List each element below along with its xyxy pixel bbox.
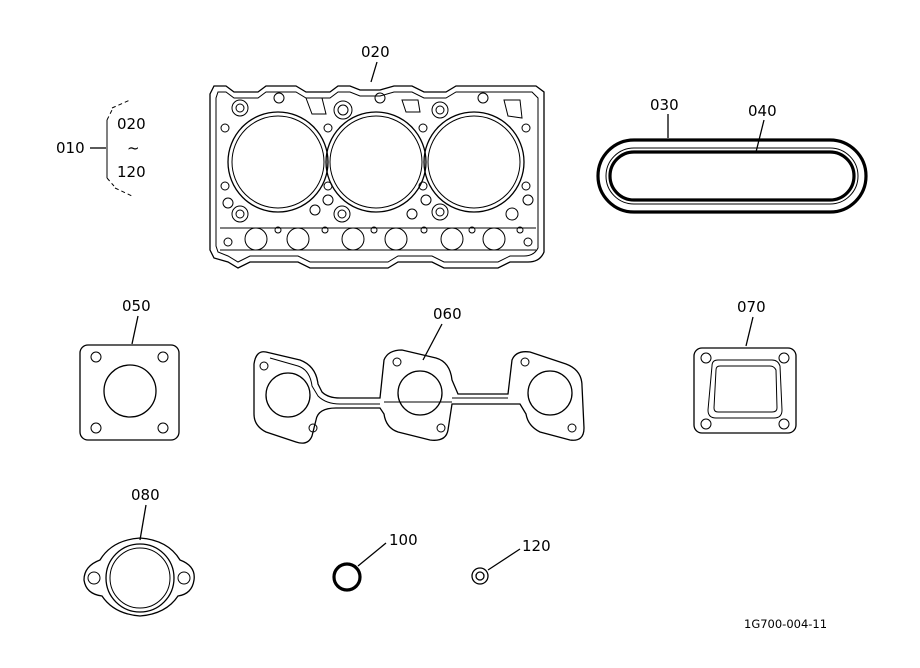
drawing-code: 1G700-004-11 xyxy=(744,617,827,631)
manifold-port-2 xyxy=(397,370,443,416)
leader-020 xyxy=(370,61,378,83)
manifold-port-3 xyxy=(527,370,573,416)
cover-070-outline xyxy=(693,347,797,434)
flange-gasket-080: 080 xyxy=(83,486,195,617)
ring-030 xyxy=(596,138,868,214)
label-range-sep: ~ xyxy=(127,139,140,157)
o-ring xyxy=(332,562,362,592)
washer-inner xyxy=(475,571,485,581)
flange-gasket-050: 050 xyxy=(79,297,180,441)
cylinder-head-gasket-020: 020 xyxy=(209,43,545,269)
label-010: 010 xyxy=(56,139,85,157)
leader-060 xyxy=(422,323,443,361)
flange-080-bore xyxy=(109,547,171,609)
head-gasket-ports xyxy=(223,226,533,251)
label-range-start: 020 xyxy=(117,115,146,133)
flange-050-bore xyxy=(103,364,157,418)
label-020: 020 xyxy=(361,43,390,61)
head-gasket-port-band xyxy=(220,227,536,251)
label-030: 030 xyxy=(650,96,679,114)
washer-120: 120 xyxy=(471,537,551,585)
manifold-outline xyxy=(253,349,585,444)
manifold-port-1 xyxy=(265,372,311,418)
bore-1 xyxy=(227,111,329,213)
leader-080 xyxy=(139,504,147,541)
label-120: 120 xyxy=(522,537,551,555)
label-060: 060 xyxy=(433,305,462,323)
leader-120 xyxy=(487,548,521,571)
label-070: 070 xyxy=(737,298,766,316)
flange-080-ring xyxy=(105,543,175,613)
washer-outer xyxy=(471,567,489,585)
cover-gasket-070: 070 xyxy=(693,298,797,434)
flange-080-outline xyxy=(83,537,195,617)
cover-070-bead xyxy=(707,359,783,419)
label-100: 100 xyxy=(389,531,418,549)
leader-050 xyxy=(131,315,139,345)
head-gasket-holes xyxy=(220,92,534,223)
label-040: 040 xyxy=(748,102,777,120)
head-gasket-inner-outline xyxy=(215,91,539,263)
bore-3 xyxy=(423,111,525,213)
bore-2 xyxy=(325,111,427,213)
head-gasket-outline xyxy=(209,85,545,269)
kit-callout-010: 010 020 ~ 120 xyxy=(56,99,146,197)
kit-bracket-bottom-dash xyxy=(106,177,115,187)
label-050: 050 xyxy=(122,297,151,315)
label-080: 080 xyxy=(131,486,160,504)
seal-rings-030-040: 030 040 xyxy=(596,96,868,214)
label-range-end: 120 xyxy=(117,163,146,181)
leader-100 xyxy=(357,542,387,567)
ring-040 xyxy=(608,150,856,202)
o-ring-100: 100 xyxy=(332,531,418,592)
kit-bracket-top-dash xyxy=(106,109,113,121)
manifold-gasket-060: 060 xyxy=(253,305,585,444)
flange-050-outline xyxy=(79,344,180,441)
leader-070 xyxy=(745,316,754,347)
leader-040 xyxy=(755,119,765,153)
